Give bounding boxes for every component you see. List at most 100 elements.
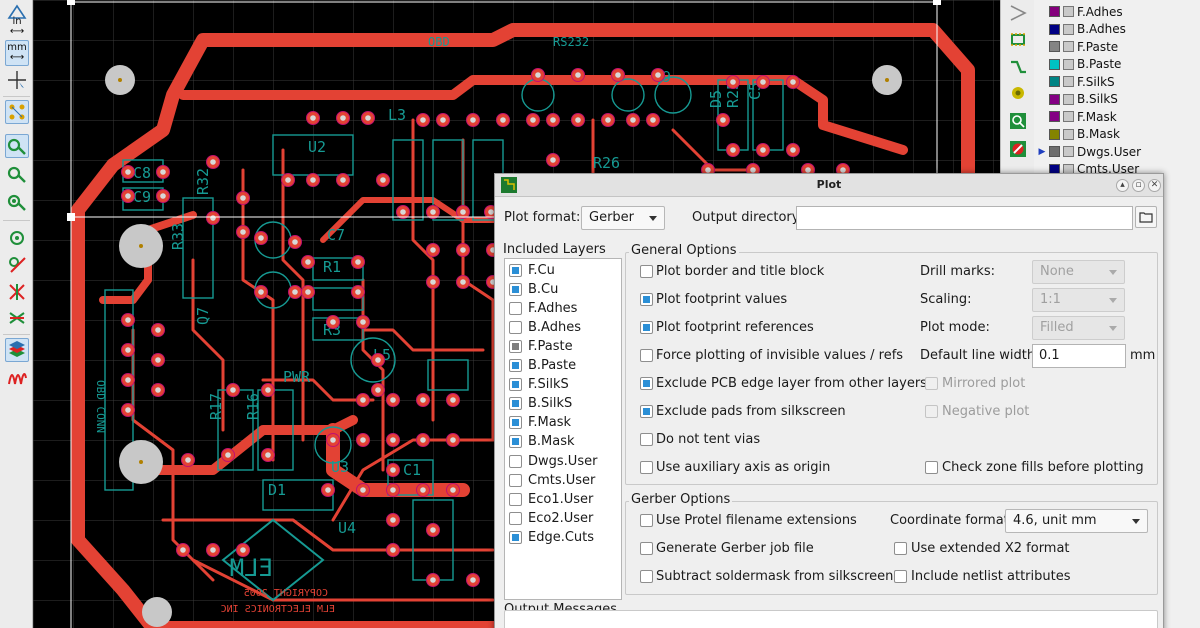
layer-color-swatch[interactable]	[1049, 58, 1060, 70]
included-layer-checkbox[interactable]	[509, 397, 522, 411]
selection-handle[interactable]	[67, 0, 75, 5]
dialog-titlebar[interactable]: Plot ▴ ▫ ✕	[495, 174, 1163, 197]
add-via-tool[interactable]	[1005, 80, 1031, 106]
included-layer-item[interactable]: B.SilkS	[509, 395, 572, 413]
included-layer-checkbox[interactable]	[509, 454, 522, 468]
layer-row[interactable]: F.Mask	[1034, 108, 1200, 125]
included-layer-checkbox[interactable]	[509, 301, 522, 315]
add-zone-tool[interactable]	[1005, 108, 1031, 134]
keepout-zone-tool[interactable]	[1005, 136, 1031, 162]
high-contrast-tool[interactable]	[5, 338, 29, 362]
included-layer-item[interactable]: F.Mask	[509, 414, 571, 432]
included-layer-checkbox[interactable]	[509, 378, 522, 392]
layer-color-swatch[interactable]	[1049, 6, 1060, 17]
negative-plot-checkbox[interactable]	[925, 405, 938, 418]
layer-color-swatch[interactable]	[1049, 41, 1060, 52]
included-layer-item[interactable]: F.Cu	[509, 261, 555, 279]
layer-color-swatch[interactable]	[1049, 93, 1060, 105]
shade-window-button[interactable]: ▴	[1116, 179, 1129, 192]
included-layer-checkbox[interactable]	[509, 530, 522, 544]
layer-row[interactable]: F.Adhes	[1034, 3, 1200, 20]
included-layer-item[interactable]: B.Adhes	[509, 318, 581, 336]
included-layer-item[interactable]: B.Paste	[509, 357, 576, 375]
included-layer-item[interactable]: F.SilkS	[509, 376, 569, 394]
layer-row[interactable]: B.Adhes	[1034, 21, 1200, 38]
mirrored-plot-checkbox[interactable]	[925, 377, 938, 390]
layer-visibility-checkbox[interactable]	[1063, 93, 1074, 105]
layer-visibility-checkbox[interactable]	[1063, 111, 1074, 122]
included-layer-checkbox[interactable]	[509, 320, 522, 334]
included-layer-item[interactable]: F.Adhes	[509, 299, 577, 317]
layer-row[interactable]: F.Paste	[1034, 38, 1200, 55]
general-option-checkbox[interactable]	[640, 293, 653, 306]
included-layer-item[interactable]: B.Cu	[509, 280, 558, 298]
close-window-button[interactable]: ✕	[1148, 179, 1161, 192]
included-layer-item[interactable]: Eco1.User	[509, 490, 593, 508]
use-x2-format-checkbox[interactable]	[894, 542, 907, 555]
layer-row[interactable]: B.Mask	[1034, 126, 1200, 143]
included-layer-item[interactable]: F.Paste	[509, 337, 573, 355]
layer-visibility-checkbox[interactable]	[1063, 128, 1074, 140]
output-messages-box[interactable]	[504, 610, 1158, 628]
coordinate-format-select[interactable]: 4.6, unit mm	[1005, 509, 1148, 533]
microwave-tool[interactable]	[5, 306, 29, 330]
layer-visibility-checkbox[interactable]	[1063, 41, 1074, 52]
included-layer-checkbox[interactable]	[509, 492, 522, 506]
included-layer-item[interactable]: B.Mask	[509, 433, 575, 451]
pad-sketch-tool[interactable]	[5, 134, 29, 158]
layer-row[interactable]: B.Paste	[1034, 56, 1200, 73]
layer-row[interactable]: B.SilkS	[1034, 91, 1200, 108]
included-layer-checkbox[interactable]	[509, 339, 522, 353]
maximize-window-button[interactable]: ▫	[1132, 179, 1145, 192]
route-track-tool[interactable]	[1005, 54, 1031, 80]
layer-visibility-checkbox[interactable]	[1063, 76, 1074, 87]
include-netlist-attributes-checkbox[interactable]	[894, 570, 907, 583]
general-option-checkbox[interactable]	[640, 265, 653, 278]
curved-ratsnest-tool[interactable]	[5, 366, 29, 390]
layer-color-swatch[interactable]	[1049, 146, 1060, 157]
layer-color-swatch[interactable]	[1049, 23, 1060, 35]
included-layer-item[interactable]: Edge.Cuts	[509, 528, 594, 546]
layer-row[interactable]: ▶Dwgs.User	[1034, 143, 1200, 160]
general-option-checkbox[interactable]	[640, 405, 653, 418]
layer-visibility-checkbox[interactable]	[1063, 146, 1074, 157]
cursor-shape-tool[interactable]	[5, 68, 29, 92]
via-sketch-tool[interactable]	[5, 162, 29, 186]
default-line-width-input[interactable]: 0.1	[1032, 344, 1126, 368]
included-layer-item[interactable]: Dwgs.User	[509, 452, 597, 470]
included-layer-checkbox[interactable]	[509, 282, 522, 296]
selection-handle[interactable]	[933, 0, 941, 5]
included-layer-checkbox[interactable]	[509, 263, 522, 277]
layer-color-swatch[interactable]	[1049, 128, 1060, 140]
general-option-checkbox[interactable]	[640, 433, 653, 446]
zone-fill-tool[interactable]	[5, 280, 29, 304]
included-layer-checkbox[interactable]	[509, 359, 522, 372]
plot-mode-select[interactable]: Filled	[1032, 316, 1125, 340]
layer-row[interactable]: F.SilkS	[1034, 73, 1200, 90]
net-highlight-tool[interactable]	[5, 252, 29, 276]
output-directory-input[interactable]	[796, 206, 1133, 230]
selection-handle[interactable]	[67, 213, 75, 221]
included-layer-checkbox[interactable]	[509, 511, 522, 525]
layer-visibility-checkbox[interactable]	[1063, 23, 1074, 35]
add-footprint-tool[interactable]	[1005, 26, 1031, 52]
general-option-checkbox[interactable]	[640, 321, 653, 334]
zone-outline-tool[interactable]	[5, 226, 29, 250]
units-mm-button[interactable]: mm⟷	[5, 40, 29, 66]
plot-format-select[interactable]: Gerber	[581, 206, 665, 230]
layer-visibility-checkbox[interactable]	[1063, 58, 1074, 70]
track-sketch-tool[interactable]	[5, 190, 29, 214]
included-layer-checkbox[interactable]	[509, 416, 522, 430]
included-layer-checkbox[interactable]	[509, 473, 522, 487]
browse-directory-button[interactable]	[1135, 206, 1157, 228]
polar-coords-tool[interactable]	[5, 0, 29, 24]
show-ratsnest-tool[interactable]	[5, 100, 29, 124]
layer-visibility-checkbox[interactable]	[1063, 6, 1074, 17]
units-inch-button[interactable]: in⟷	[9, 16, 25, 37]
scaling-select[interactable]: 1:1	[1032, 288, 1125, 312]
general-option-checkbox[interactable]	[640, 461, 653, 474]
included-layer-item[interactable]: Cmts.User	[509, 471, 595, 489]
layer-color-swatch[interactable]	[1049, 76, 1060, 87]
included-layer-item[interactable]: Eco2.User	[509, 509, 593, 527]
